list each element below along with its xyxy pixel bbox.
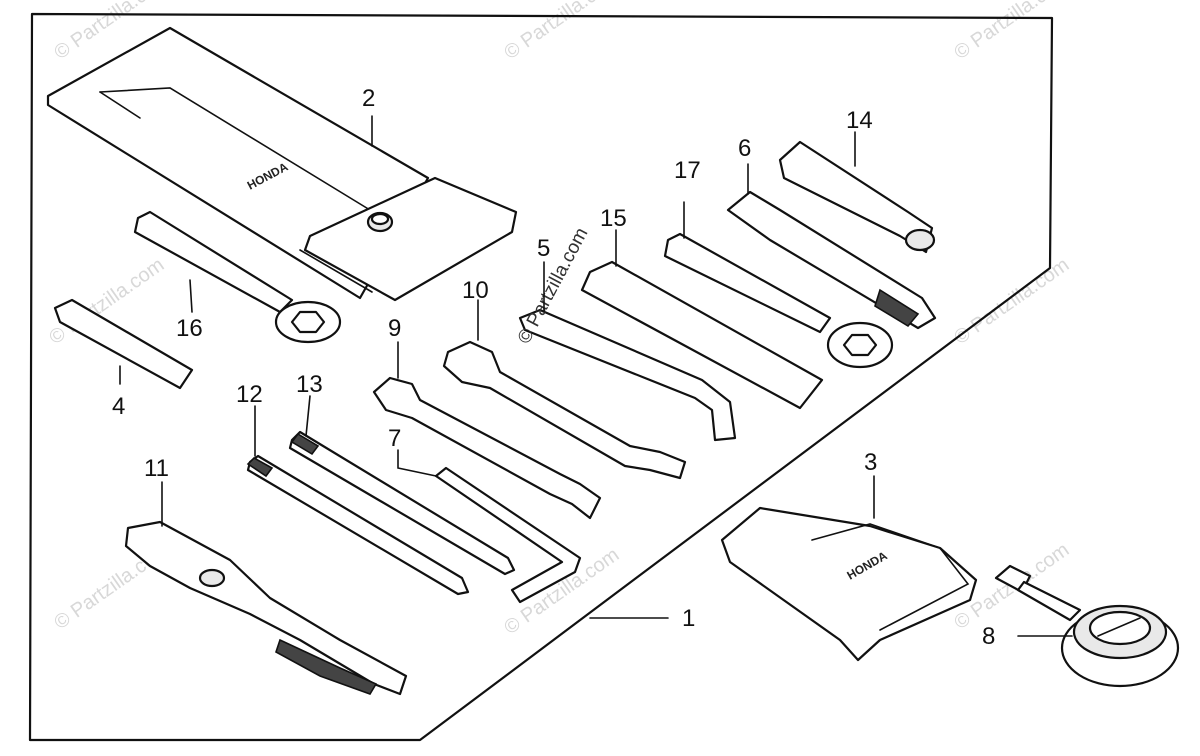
- callout-6: 6: [738, 135, 751, 162]
- hex-wrench-drawing: [434, 466, 582, 604]
- callout-16: 16: [176, 315, 203, 342]
- tool-bag-drawing: HONDA: [46, 26, 518, 302]
- callout-8: 8: [982, 623, 995, 650]
- callout-11: 11: [144, 455, 169, 482]
- callout-13: 13: [296, 371, 323, 398]
- callout-4: 4: [112, 393, 125, 420]
- pin-spanner-drawing: [518, 308, 737, 442]
- callout-1: 1: [682, 605, 695, 632]
- callout-5: 5: [537, 235, 550, 262]
- screwdriver-flat-drawing: [288, 430, 516, 576]
- callout-15: 15: [600, 205, 627, 232]
- callout-10: 10: [462, 277, 489, 304]
- box-wrench-small-drawing: [133, 210, 342, 344]
- callout-14: 14: [846, 107, 873, 134]
- feeler-gauge-drawing: [53, 298, 194, 390]
- watermark: © Partzilla.com: [500, 0, 623, 64]
- callout-17: 17: [674, 157, 701, 184]
- pliers-drawing: [124, 520, 408, 696]
- box-wrench-large-drawing: [663, 232, 894, 369]
- screwdriver-handle-drawing: [778, 140, 936, 254]
- screwdriver-phillips-drawing: [246, 454, 470, 596]
- flat-plate-drawing: [580, 260, 824, 410]
- watermark: © Partzilla.com: [950, 254, 1073, 349]
- callouts: 1 2 3 4 5 6 7 8 9 10 11 12 13 14 15 16 1: [112, 85, 1073, 650]
- callout-7: 7: [388, 425, 401, 452]
- open-end-wrench-small-drawing: [372, 376, 602, 520]
- callout-3: 3: [864, 449, 877, 476]
- grease-cap-tool-drawing: [994, 564, 1180, 688]
- watermark: © Partzilla.com: [950, 0, 1073, 64]
- kit-outline: [28, 12, 1054, 742]
- tool-case-drawing: HONDA: [720, 506, 978, 662]
- callout-12: 12: [236, 381, 263, 408]
- callout-9: 9: [388, 315, 401, 342]
- open-end-wrench-medium-drawing: [442, 340, 687, 480]
- callout-2: 2: [362, 85, 375, 112]
- spark-plug-wrench-drawing: [726, 190, 937, 330]
